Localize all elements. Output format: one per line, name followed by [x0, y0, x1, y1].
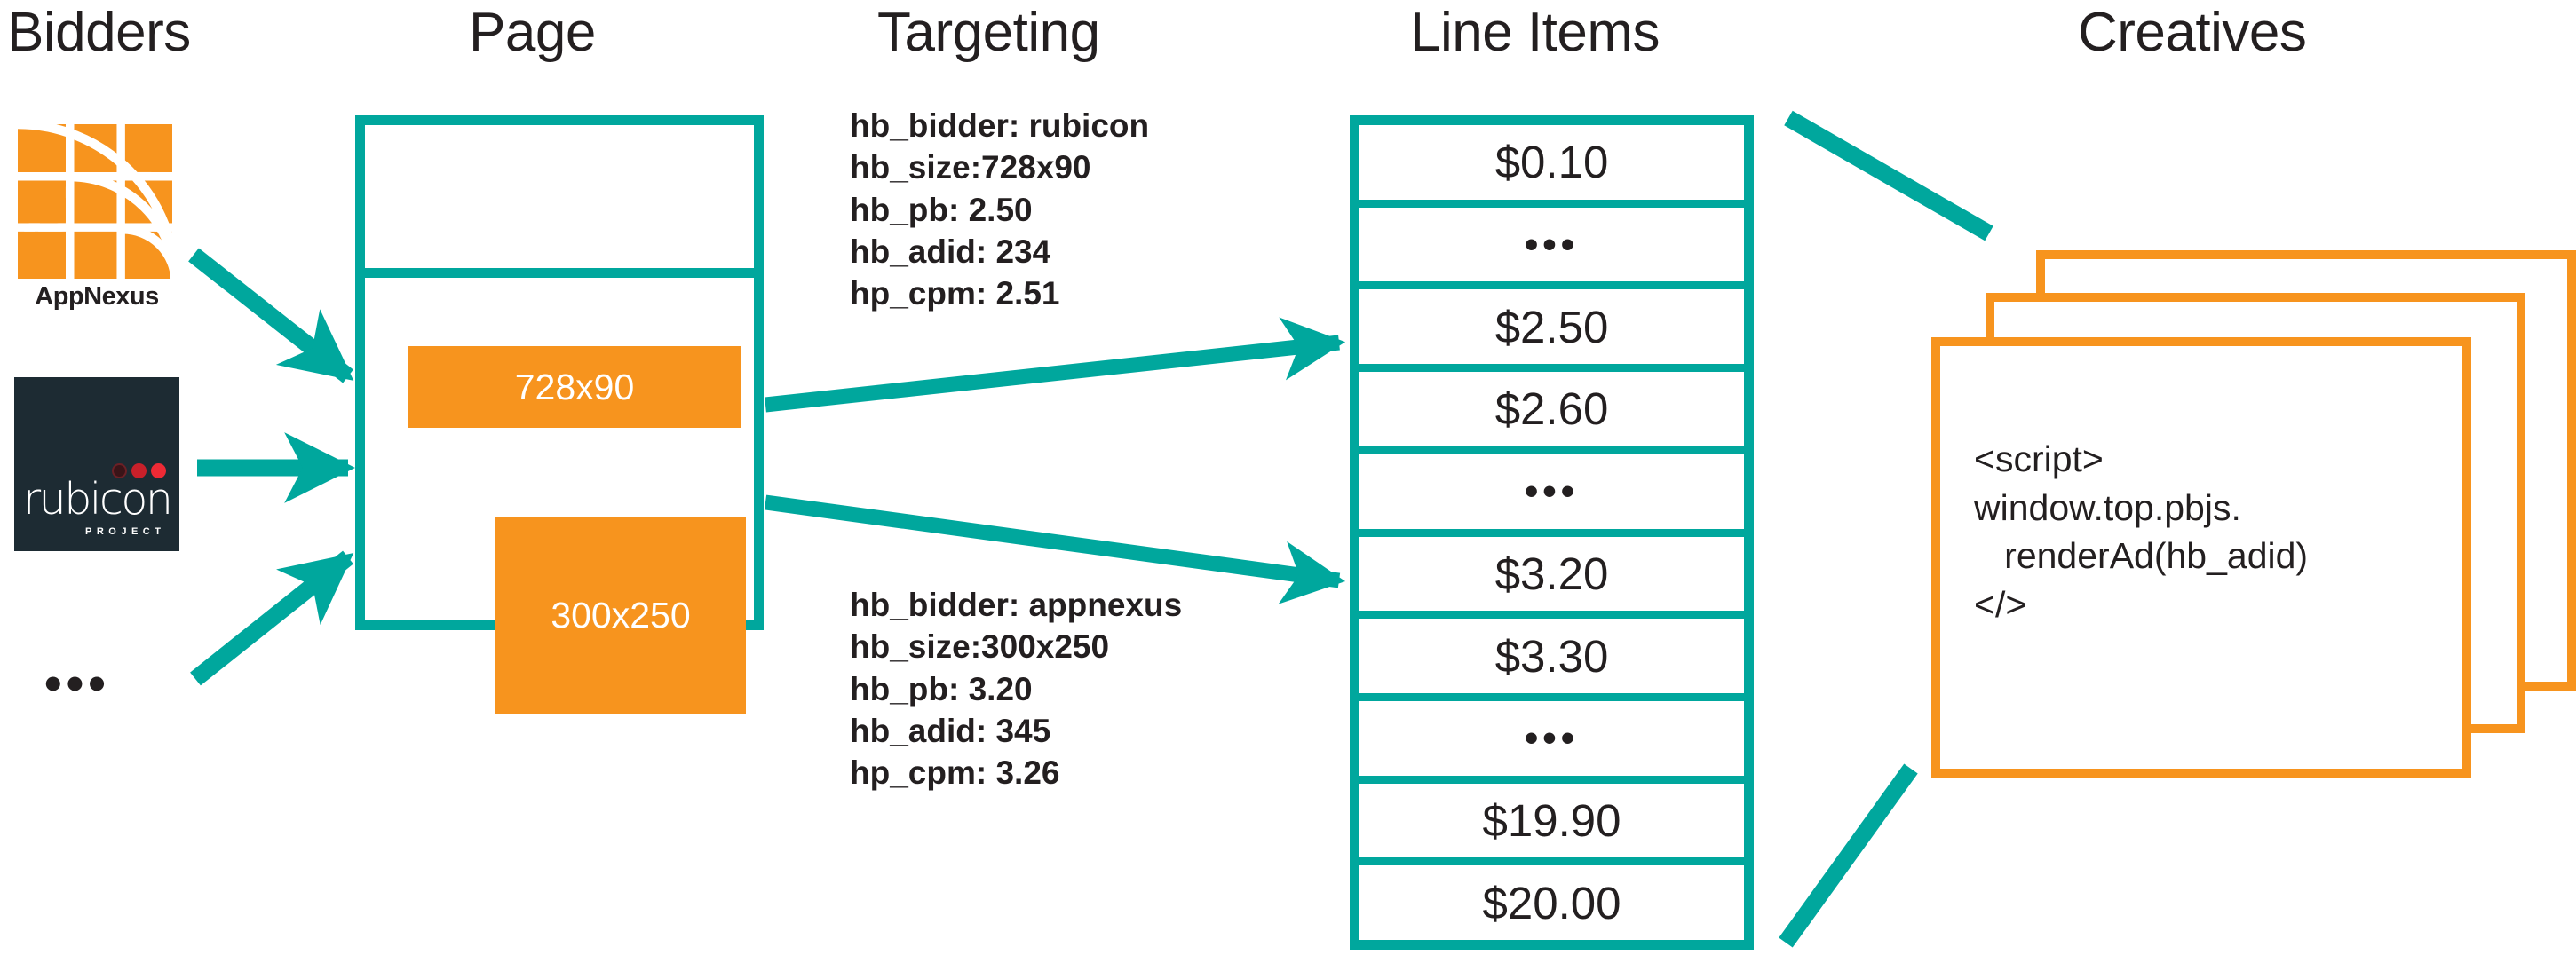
- rubicon-dot-bright: [151, 463, 166, 478]
- line-item-row[interactable]: $3.30: [1359, 619, 1744, 701]
- rubicon-dot-mid: [131, 463, 147, 478]
- column-heading-page: Page: [469, 2, 596, 63]
- connector-lineitems-to-creatives-top: [1784, 110, 1993, 241]
- line-item-row[interactable]: $0.10: [1359, 125, 1744, 208]
- line-item-row[interactable]: $2.50: [1359, 289, 1744, 373]
- targeting-keys-rubicon: hb_bidder: rubicon hb_size:728x90 hb_pb:…: [850, 107, 1150, 312]
- line-item-row: •••: [1359, 454, 1744, 537]
- creative-snippet-code: <script> window.top.pbjs. renderAd(hb_ad…: [1974, 438, 2309, 625]
- column-heading-line-items: Line Items: [1410, 2, 1661, 63]
- column-heading-bidders: Bidders: [7, 2, 191, 63]
- ad-slot-728x90[interactable]: 728x90: [408, 346, 741, 428]
- line-item-row[interactable]: $2.60: [1359, 372, 1744, 454]
- page-header-divider: [355, 268, 764, 278]
- line-item-row[interactable]: $19.90: [1359, 783, 1744, 866]
- appnexus-arcs-icon: [18, 124, 172, 279]
- line-item-row: •••: [1359, 207, 1744, 290]
- line-item-row: •••: [1359, 700, 1744, 784]
- column-heading-targeting: Targeting: [877, 2, 1100, 63]
- rubicon-wordmark: rubicon: [23, 474, 173, 525]
- arrow-page-to-lineitem-320: [764, 494, 1346, 604]
- column-heading-creatives: Creatives: [2078, 2, 2307, 63]
- ad-slot-300x250[interactable]: 300x250: [495, 517, 746, 714]
- bidders-more-ellipsis: •••: [44, 655, 110, 711]
- appnexus-label: AppNexus: [35, 282, 159, 311]
- creative-card-front[interactable]: <script> window.top.pbjs. renderAd(hb_ad…: [1931, 337, 2471, 778]
- rubicon-dot-dark: [112, 463, 127, 478]
- arrow-page-to-lineitem-250: [765, 317, 1346, 413]
- line-item-row[interactable]: $3.20: [1359, 536, 1744, 620]
- connector-lineitems-to-creatives-bottom: [1779, 763, 1918, 948]
- arrow-appnexus-to-page: [188, 248, 354, 383]
- rubicon-project-icon: rubicon PROJECT: [14, 377, 179, 551]
- arrow-more-bidders-to-page: [190, 550, 354, 686]
- line-items-list: $0.10 ••• $2.50 $2.60 ••• $3.20 $3.30 ••…: [1350, 115, 1754, 950]
- line-item-row[interactable]: $20.00: [1359, 865, 1744, 941]
- targeting-keys-appnexus: hb_bidder: appnexus hb_size:300x250 hb_p…: [850, 587, 1183, 792]
- rubicon-subtitle: PROJECT: [85, 526, 166, 537]
